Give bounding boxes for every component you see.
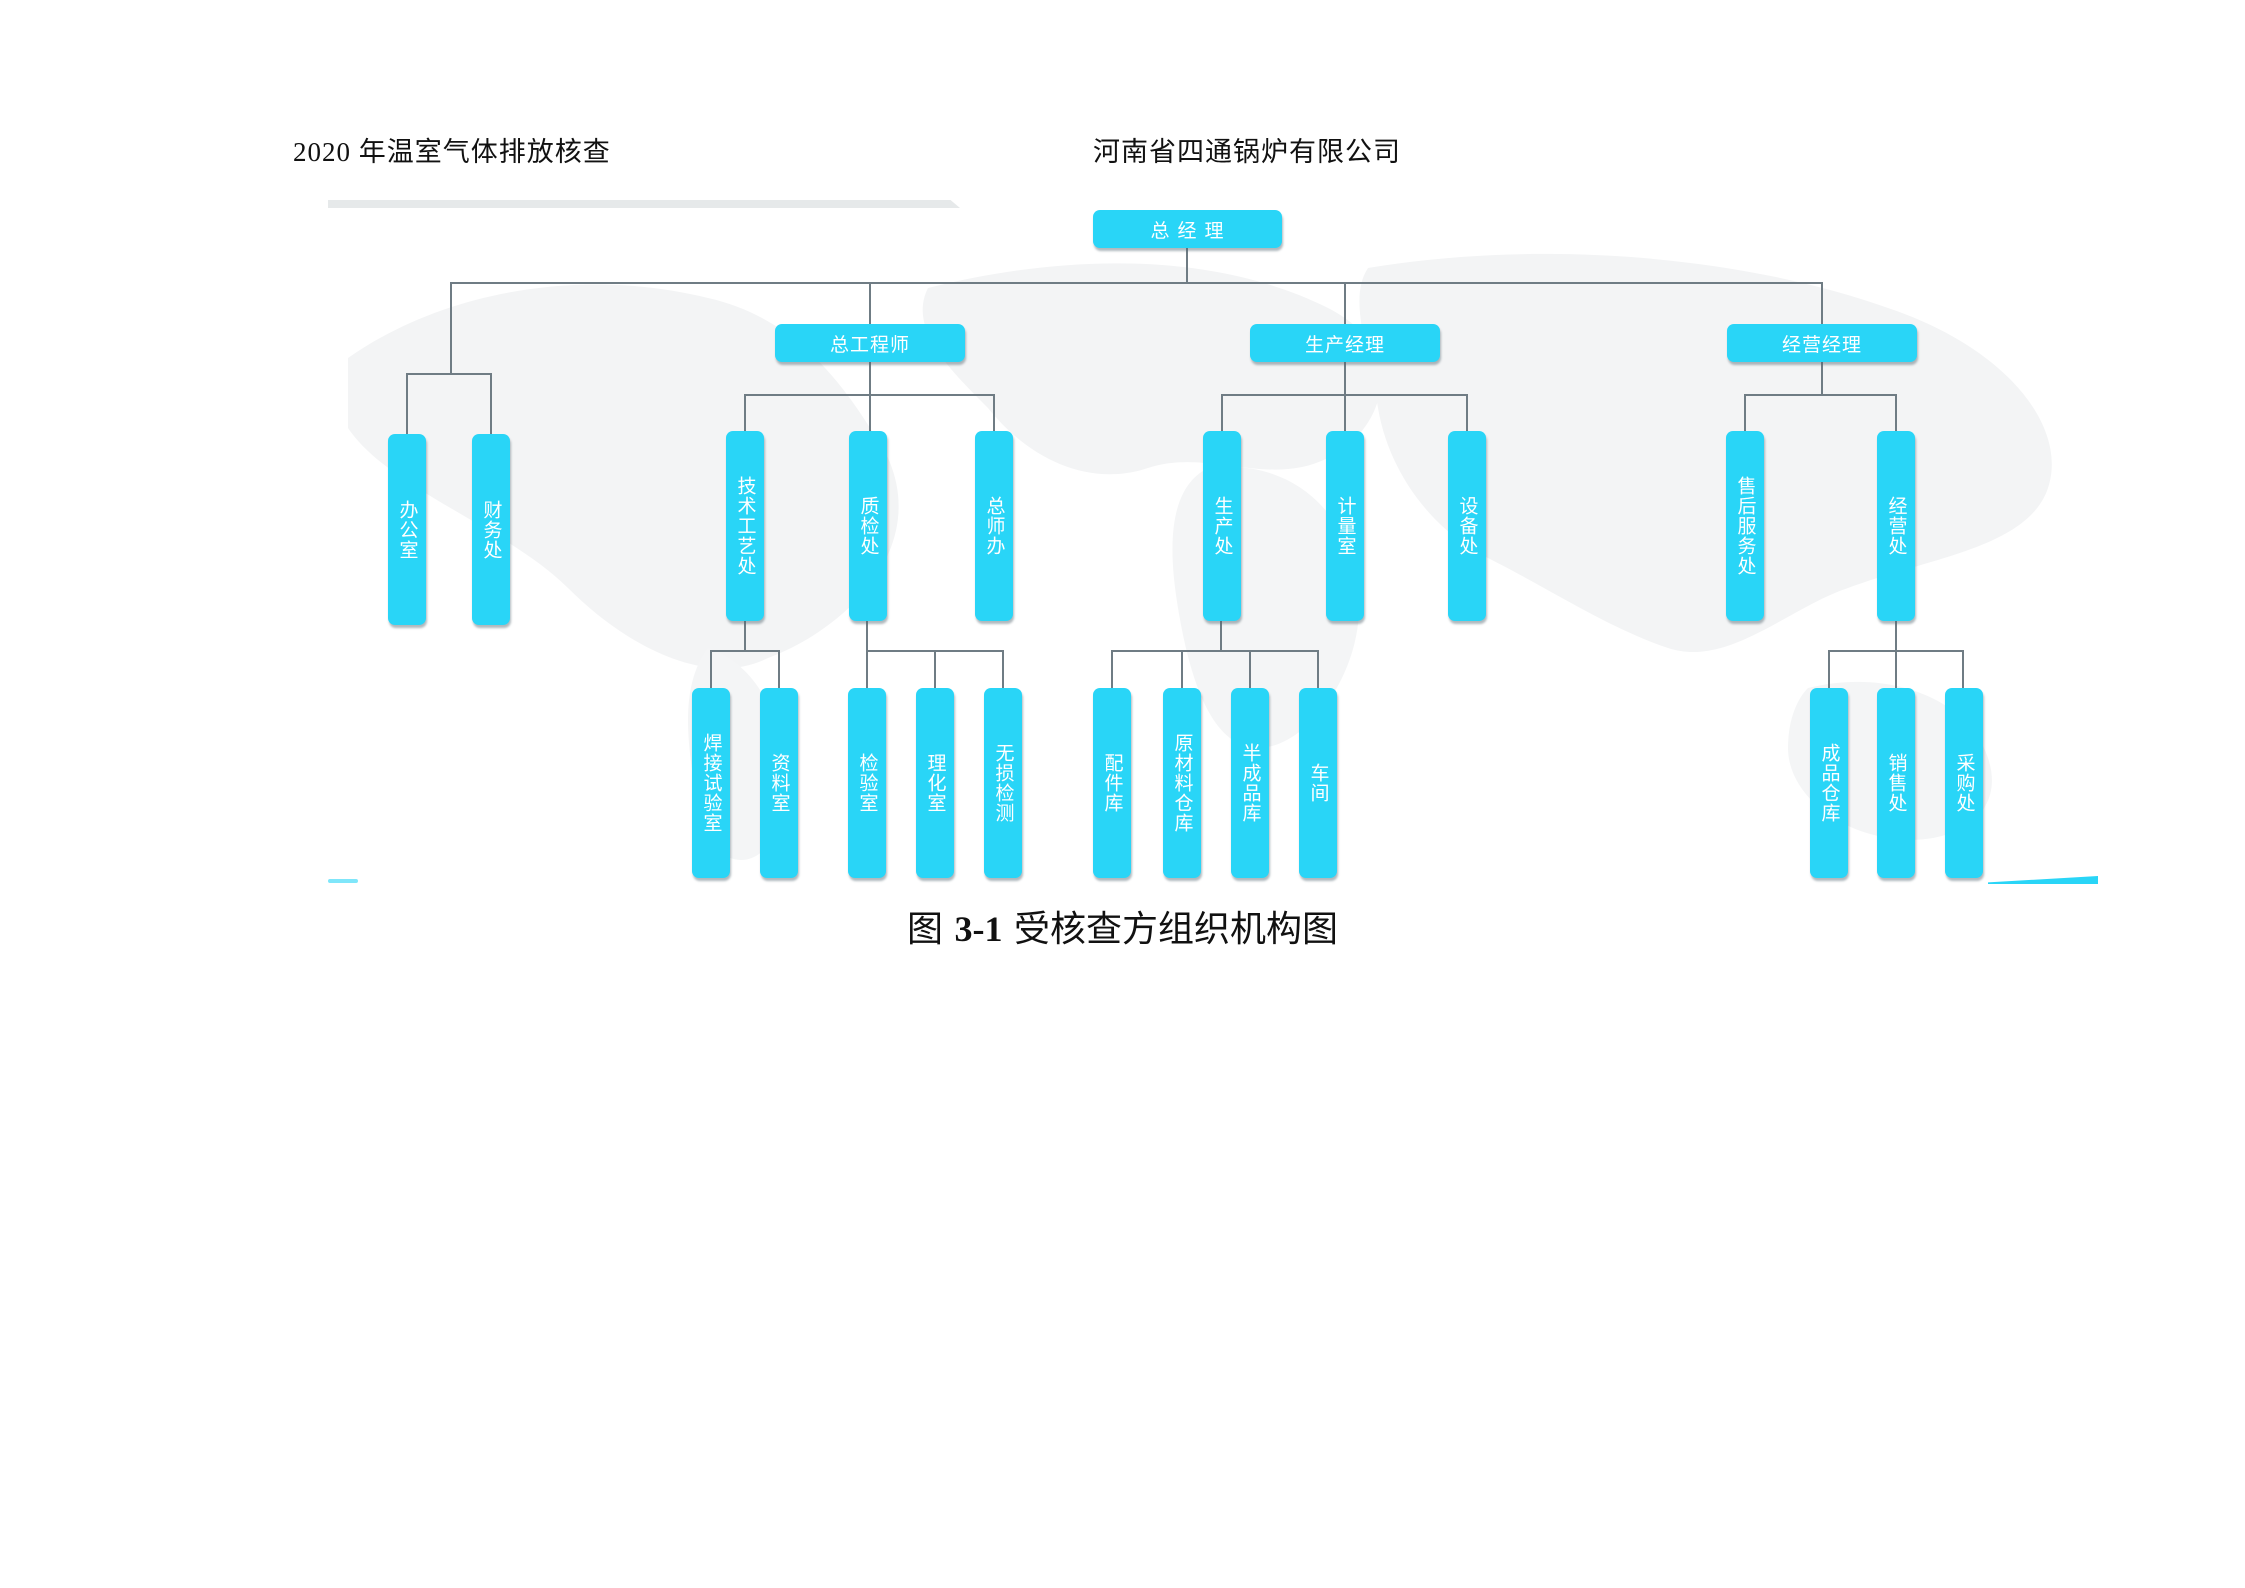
org-node-equipment: 设备处 (1448, 431, 1486, 621)
org-node-purchasing: 采购处 (1945, 688, 1983, 878)
org-node-general-manager: 总 经 理 (1093, 210, 1282, 248)
org-node-chief-engineer: 总工程师 (775, 324, 965, 362)
org-node-chief-engineer-office: 总师办 (975, 431, 1013, 621)
org-node-inspection-lab: 检验室 (848, 688, 886, 878)
org-node-semi-finished-store: 半成品库 (1231, 688, 1269, 878)
org-node-metrology: 计量室 (1326, 431, 1364, 621)
org-node-production-manager: 生产经理 (1250, 324, 1440, 362)
org-node-finance: 财务处 (472, 434, 510, 625)
org-node-ndt: 无损检测 (984, 688, 1022, 878)
org-node-tech-process: 技术工艺处 (726, 431, 764, 621)
org-node-parts-store: 配件库 (1093, 688, 1131, 878)
figure-caption-prefix: 图 (907, 909, 955, 950)
org-node-sales: 销售处 (1877, 688, 1915, 878)
org-node-operations-manager: 经营经理 (1727, 324, 1917, 362)
org-node-production-dept: 生产处 (1203, 431, 1241, 621)
figure-caption: 图 3-1 受核查方组织机构图 (0, 900, 2245, 952)
org-node-office: 办公室 (388, 434, 426, 625)
running-header-left: 2020 年温室气体排放核查 (293, 137, 611, 167)
org-node-operations-dept: 经营处 (1877, 431, 1915, 621)
running-header-right: 河南省四通锅炉有限公司 (1093, 137, 1401, 167)
decorative-swoosh-left (328, 879, 358, 883)
decorative-swoosh-right (1988, 876, 2098, 884)
org-node-finished-goods-store: 成品仓库 (1810, 688, 1848, 878)
decorative-top-bar (328, 200, 960, 208)
org-node-after-sales: 售后服务处 (1726, 431, 1764, 621)
org-node-quality-inspection: 质检处 (849, 431, 887, 621)
org-node-welding-lab: 焊接试验室 (692, 688, 730, 878)
org-node-physchem-lab: 理化室 (916, 688, 954, 878)
figure-caption-number: 3-1 (954, 909, 1003, 949)
figure-caption-title: 受核查方组织机构图 (1002, 909, 1338, 950)
org-node-raw-material-store: 原材料仓库 (1163, 688, 1201, 878)
org-node-workshop: 车间 (1299, 688, 1337, 878)
org-node-archives: 资料室 (760, 688, 798, 878)
